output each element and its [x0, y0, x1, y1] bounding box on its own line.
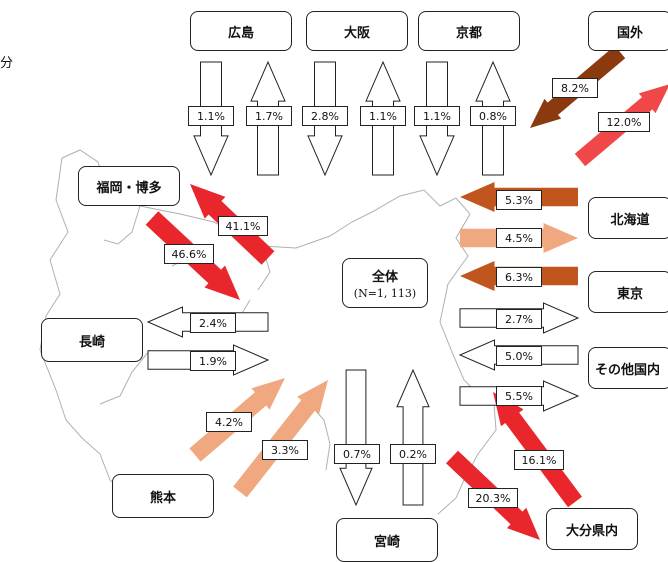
label-sonota-in: 5.0%: [496, 346, 542, 366]
node-hiroshima: 広島: [190, 11, 292, 51]
label-tokyo-in: 6.3%: [496, 267, 542, 287]
label-kumamoto-in: 4.2%: [206, 412, 252, 432]
arrow-miyazaki-in: [339, 369, 373, 507]
label-miyazaki-in: 0.7%: [334, 444, 380, 464]
center-sample-size: (N=1, 113): [353, 287, 417, 300]
label-fukuoka-in: 41.1%: [218, 216, 268, 236]
label-hokkaido-out: 4.5%: [496, 228, 542, 248]
node-fukuoka: 福岡・博多: [78, 166, 180, 206]
label-osaka-in: 2.8%: [302, 106, 348, 126]
label-nagasaki-out: 1.9%: [190, 351, 236, 371]
label-hiroshima-in: 1.1%: [188, 106, 234, 126]
label-kyoto-in: 1.1%: [414, 106, 460, 126]
node-kumamoto: 熊本: [112, 474, 214, 518]
node-osaka: 大阪: [306, 11, 408, 51]
center-title: 全体: [371, 270, 398, 285]
node-miyazaki-label: 宮崎: [373, 534, 400, 550]
node-osaka-label: 大阪: [343, 25, 370, 41]
node-hokkaido-label: 北海道: [610, 212, 650, 228]
label-kokugai-in: 8.2%: [552, 78, 598, 98]
label-oita-in: 16.1%: [514, 450, 564, 470]
node-hokkaido: 北海道: [588, 197, 668, 239]
label-kumamoto-out: 3.3%: [262, 440, 308, 460]
node-tokyo-label: 東京: [616, 286, 643, 302]
label-oita-out: 20.3%: [468, 488, 518, 508]
node-hiroshima-label: 広島: [227, 25, 254, 41]
node-sonota: その他国内: [588, 347, 668, 389]
label-sonota-out: 5.5%: [496, 386, 542, 406]
node-kyoto-label: 京都: [455, 25, 482, 41]
arrow-kumamoto-out: [233, 380, 328, 498]
node-kokugai-label: 国外: [616, 25, 643, 41]
label-kokugai-out: 12.0%: [598, 112, 650, 132]
center-node-all: 全体 (N=1, 113): [342, 258, 428, 308]
node-sonota-label: その他国内: [595, 362, 661, 378]
label-hokkaido-in: 5.3%: [496, 190, 542, 210]
node-kokugai: 国外: [588, 11, 668, 51]
node-nagasaki-label: 長崎: [78, 334, 105, 350]
label-osaka-out: 1.1%: [360, 106, 406, 126]
arrow-miyazaki-out: [396, 368, 430, 506]
label-hiroshima-out: 1.7%: [246, 106, 292, 126]
label-miyazaki-out: 0.2%: [390, 444, 436, 464]
node-oita-label: 大分県内: [565, 523, 618, 539]
node-kyoto: 京都: [418, 11, 520, 51]
label-nagasaki-in: 2.4%: [190, 313, 236, 333]
node-kumamoto-label: 熊本: [149, 490, 176, 506]
label-kyoto-out: 0.8%: [470, 106, 516, 126]
node-tokyo: 東京: [588, 271, 668, 313]
corner-text: 分: [0, 56, 14, 71]
node-nagasaki: 長崎: [41, 318, 143, 362]
node-fukuoka-label: 福岡・博多: [96, 180, 162, 196]
node-oita: 大分県内: [546, 508, 638, 550]
label-tokyo-out: 2.7%: [496, 309, 542, 329]
node-miyazaki: 宮崎: [336, 518, 438, 562]
arrow-oita-in: [493, 392, 582, 508]
label-fukuoka-out: 46.6%: [164, 244, 214, 264]
